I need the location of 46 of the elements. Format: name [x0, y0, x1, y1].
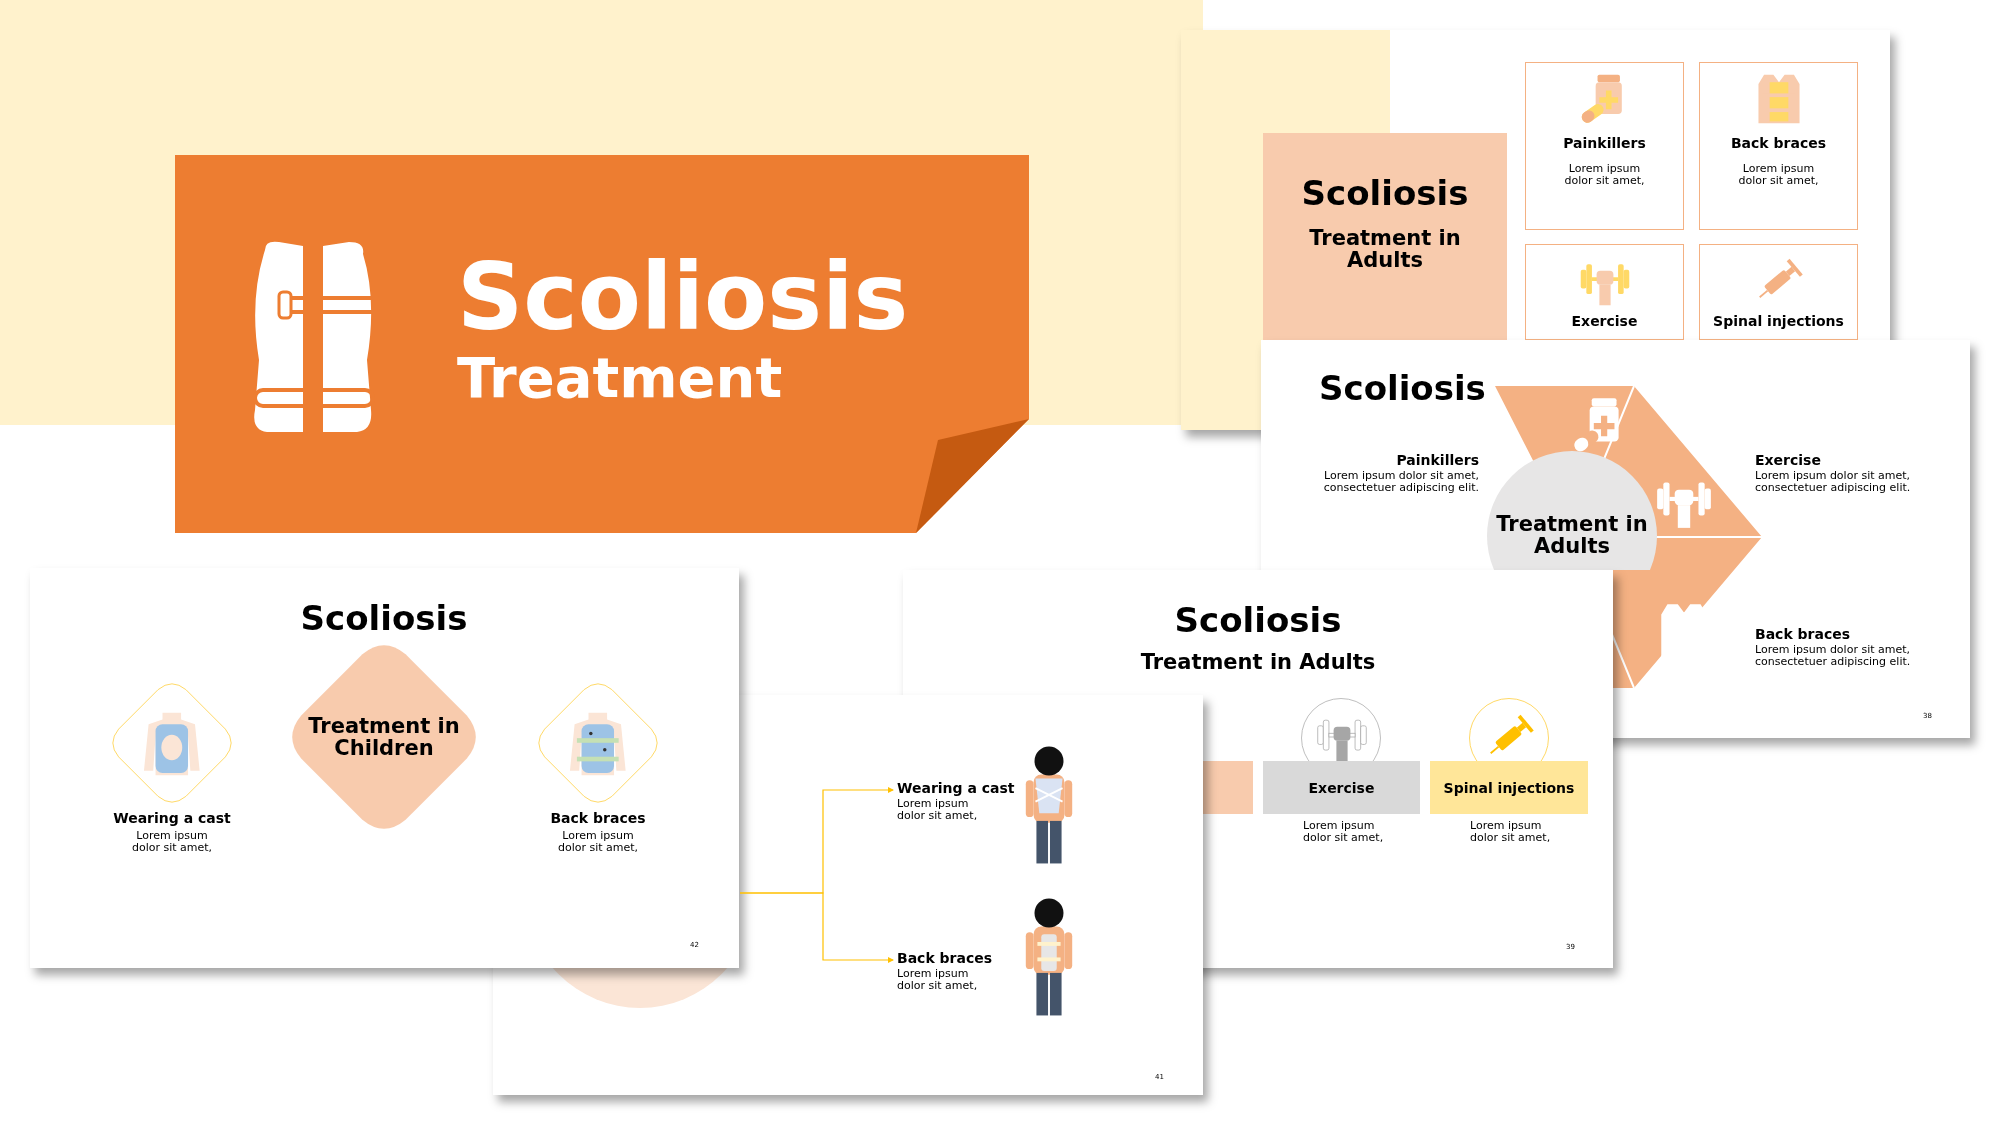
title-text: Scoliosis: [1301, 173, 1469, 213]
title-text: Scoliosis: [457, 249, 909, 347]
treatment-bar: [1263, 761, 1420, 814]
item-text: Lorem ipsum dolor sit amet,: [1303, 820, 1385, 845]
icon-diamond: [540, 685, 656, 801]
slide-title: Scoliosis: [1319, 368, 1487, 408]
treatment-card: [1525, 62, 1684, 230]
title-panel: [1263, 133, 1507, 340]
circle-text: Treatment in Adults: [1495, 513, 1649, 558]
slide-title: Scoliosis: [1173, 600, 1343, 640]
item-title: Back braces: [1755, 626, 1852, 642]
item-text: Lorem ipsum dolor sit amet,: [130, 830, 214, 855]
slide-title: Scoliosis: [299, 598, 469, 638]
subtitle-text: Treatment: [457, 346, 783, 409]
icon-diamond: [114, 685, 230, 801]
item-text: Lorem ipsum dolor sit amet,: [1470, 820, 1552, 845]
card-title: Back braces: [1730, 135, 1827, 151]
card-title: Spinal injections: [1713, 313, 1844, 329]
diamond-text: Treatment in Children: [307, 714, 461, 760]
item-text: Lorem ipsum dolor sit amet,: [897, 798, 979, 823]
item-title: Painkillers: [1395, 452, 1479, 468]
title-banner: [175, 155, 1029, 533]
item-text: Lorem ipsum dolor sit amet, consectetuer adipiscing elit.: [1322, 470, 1479, 495]
item-text: Lorem ipsum dolor sit amet, consectetuer adipiscing elit.: [1755, 470, 1912, 495]
treatment-bar: [1430, 761, 1588, 814]
bar-text: Exercise: [1308, 779, 1375, 796]
subtitle-text: Treatment in Adults: [1308, 227, 1462, 272]
bar-text: Spinal injections: [1443, 779, 1575, 796]
item-title: Back braces: [549, 810, 647, 826]
connector-arrow: [739, 892, 894, 963]
item-title: Back braces: [897, 950, 993, 966]
treatment-card: [1525, 244, 1684, 340]
item-title: Exercise: [1755, 452, 1822, 468]
item-title: Wearing a cast: [897, 780, 1015, 796]
slide-subtitle: Treatment in Adults: [1139, 650, 1377, 674]
card-title: Exercise: [1571, 313, 1638, 329]
card-text: Lorem ipsum dolor sit amet,: [1563, 163, 1646, 188]
card-title: Painkillers: [1563, 135, 1646, 151]
item-text: Lorem ipsum dolor sit amet, consectetuer adipiscing elit.: [1755, 644, 1912, 669]
center-diamond: [294, 647, 474, 827]
card-text: Lorem ipsum dolor sit amet,: [1737, 163, 1820, 188]
item-text: Lorem ipsum dolor sit amet,: [556, 830, 640, 855]
treatment-card: [1699, 244, 1858, 340]
treatment-card: [1699, 62, 1858, 230]
item-title: Wearing a cast: [112, 810, 232, 826]
item-text: Lorem ipsum dolor sit amet,: [897, 968, 979, 993]
